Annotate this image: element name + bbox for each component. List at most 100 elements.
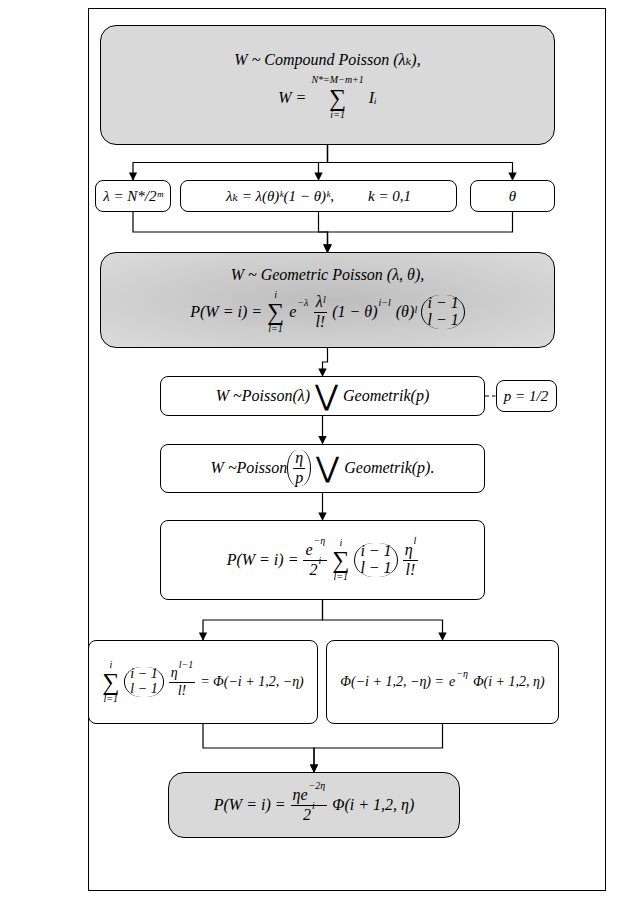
box-content: θ bbox=[509, 188, 516, 205]
math-text: η bbox=[405, 542, 413, 559]
flow-arrow bbox=[133, 145, 328, 180]
frame-border bbox=[89, 9, 606, 891]
power: (1 − θ)i−l bbox=[332, 303, 391, 321]
highlight-box: W ~ Geometric Poisson (λ, θ),P(W = i) =i… bbox=[100, 252, 555, 348]
flow-arrow bbox=[203, 600, 323, 640]
math-text: k = 0,1 bbox=[368, 188, 411, 205]
binomial: i − 1l − 1 bbox=[354, 543, 397, 577]
math-text: η bbox=[171, 666, 178, 681]
formula-line: P(W = i) = ηe−2η2iΦ(i + 1,2, η) bbox=[214, 787, 415, 824]
math-text: Geometrik(p) bbox=[343, 387, 429, 405]
numerator: λˡ bbox=[314, 294, 327, 313]
binomial-stack: i − 1l − 1 bbox=[130, 667, 157, 696]
box-content: i∑l=1i − 1l − 1ηl−1l!= Φ(−i + 1,2, −η) bbox=[102, 660, 304, 705]
binomial: i − 1l − 1 bbox=[421, 295, 464, 329]
math-text: i=1 bbox=[330, 110, 345, 121]
math-text: λₖ = λ(θ)ᵏ(1 − θ)ᵏ, bbox=[226, 187, 334, 205]
box-content: P(W = i) =e−η2ii∑l=1i − 1l − 1ηll! bbox=[227, 538, 419, 583]
math-text: −λ bbox=[297, 297, 308, 308]
box-content: λ = N*/2ᵐ bbox=[103, 188, 163, 205]
math-text: i − 1 bbox=[360, 543, 391, 560]
math-text: Geometrik(p). bbox=[344, 459, 434, 477]
math-text: ∑ bbox=[329, 86, 346, 110]
math-text: 2 bbox=[309, 562, 317, 579]
math-text: l − 1 bbox=[360, 560, 391, 577]
formula-line: θ bbox=[509, 188, 516, 205]
power: ηl bbox=[405, 542, 417, 559]
math-text: ∑ bbox=[102, 670, 119, 694]
math-text: p bbox=[295, 470, 303, 487]
math-text: −η bbox=[456, 668, 468, 679]
math-text: l−1 bbox=[179, 660, 194, 671]
math-group: W ~Poisson ηp bbox=[211, 450, 312, 487]
math-text: l=1 bbox=[334, 572, 349, 583]
numerator: η bbox=[293, 450, 305, 469]
math-text: Φ(i + 1,2, η) bbox=[332, 796, 414, 814]
sum-operator: i∑l=1 bbox=[102, 660, 119, 705]
box-content: P(W = i) = ηe−2η2iΦ(i + 1,2, η) bbox=[214, 787, 415, 824]
math-text: (1 − θ) bbox=[332, 303, 377, 321]
formula-line: λ = N*/2ᵐ bbox=[103, 188, 163, 205]
math-text: l! bbox=[178, 684, 187, 699]
math-group: ηe−2η bbox=[293, 787, 326, 804]
formula-line: Φ(−i + 1,2, −η) =e−ηΦ(i + 1,2, η) bbox=[340, 674, 544, 690]
flow-arrow bbox=[323, 600, 443, 640]
box-content: Φ(−i + 1,2, −η) =e−ηΦ(i + 1,2, η) bbox=[340, 674, 544, 690]
math-text: l=1 bbox=[268, 324, 283, 335]
binomial: i − 1l − 1 bbox=[124, 667, 163, 696]
math-text: e bbox=[289, 303, 296, 321]
formula-box: i∑l=1i − 1l − 1ηl−1l!= Φ(−i + 1,2, −η) bbox=[88, 640, 318, 724]
flow-arrow bbox=[328, 212, 513, 252]
formula-line: P(W = i) = i∑l=1 e−λ λˡ l! (1 − θ)i−l (θ)ˡ i − … bbox=[190, 290, 464, 335]
math-text: l! bbox=[315, 314, 325, 331]
math-text: i−l bbox=[378, 297, 390, 308]
fraction: λˡ l! bbox=[313, 294, 327, 331]
numerator: ηe−2η bbox=[291, 787, 328, 806]
flow-arrow bbox=[323, 348, 328, 376]
binomial-stack: i − 1l − 1 bbox=[360, 543, 391, 577]
flow-arrow bbox=[203, 724, 314, 772]
math-text: Iᵢ bbox=[369, 89, 377, 107]
math-text: θ bbox=[509, 188, 516, 205]
math-text: λ = N*/2ᵐ bbox=[103, 188, 163, 205]
power: e−η bbox=[449, 674, 468, 690]
fraction: ηe−2η2i bbox=[291, 787, 328, 824]
highlight-box: P(W = i) = ηe−2η2iΦ(i + 1,2, η) bbox=[168, 772, 460, 838]
math-text: N*=M−m+1 bbox=[311, 75, 363, 86]
box-content: W ~Poisson ηp ⋁ Geometrik(p). bbox=[211, 450, 435, 487]
formula-line: λₖ = λ(θ)ᵏ(1 − θ)ᵏ, k = 0,1 bbox=[226, 187, 411, 205]
math-text: P(W = i) = bbox=[190, 303, 262, 321]
formula-box: W ~Poisson ηp ⋁ Geometrik(p). bbox=[160, 444, 485, 493]
formula-line: P(W = i) =e−η2ii∑l=1i − 1l − 1ηll! bbox=[227, 538, 419, 583]
math-text: i bbox=[274, 290, 277, 301]
math-text: η bbox=[295, 450, 303, 467]
math-text: i bbox=[318, 556, 321, 567]
flow-arrow bbox=[328, 145, 513, 180]
formula-line: W ~Poisson(λ)⋁Geometrik(p) bbox=[216, 382, 429, 410]
box-content: λₖ = λ(θ)ᵏ(1 − θ)ᵏ, k = 0,1 bbox=[226, 187, 411, 205]
formula-line: W ~Poisson ηp ⋁ Geometrik(p). bbox=[211, 450, 435, 487]
math-text: l! bbox=[406, 562, 416, 579]
numerator: ηl−1 bbox=[169, 666, 195, 683]
math-text: i − 1 bbox=[130, 667, 157, 682]
math-text: η bbox=[293, 787, 301, 804]
math-text: W ~Poisson bbox=[211, 459, 288, 477]
math-text: −η bbox=[314, 536, 326, 547]
math-text: Φ(−i + 1,2, −η) = bbox=[340, 674, 444, 690]
math-text: e bbox=[305, 542, 312, 559]
binomial-stack: i − 1l − 1 bbox=[427, 295, 458, 329]
math-text: ⋁ bbox=[316, 454, 339, 482]
math-text: λˡ bbox=[316, 294, 325, 311]
formula-line: W ~ Compound Poisson (λₖ), bbox=[234, 50, 420, 69]
math-text: P(W = i) = bbox=[214, 796, 286, 814]
formula-box: λₖ = λ(θ)ᵏ(1 − θ)ᵏ, k = 0,1 bbox=[180, 180, 457, 212]
box-content: p = 1/2 bbox=[504, 388, 548, 405]
math-text: l bbox=[414, 536, 417, 547]
math-text: ∑ bbox=[267, 300, 284, 324]
power: e−λ bbox=[289, 303, 308, 321]
math-text: (θ)ˡ bbox=[396, 303, 417, 321]
box-content: W ~ Compound Poisson (λₖ),W =N*=M−m+1∑i=… bbox=[234, 50, 420, 120]
numerator: ηl bbox=[403, 542, 419, 561]
fraction: ηl−1l! bbox=[169, 666, 195, 698]
